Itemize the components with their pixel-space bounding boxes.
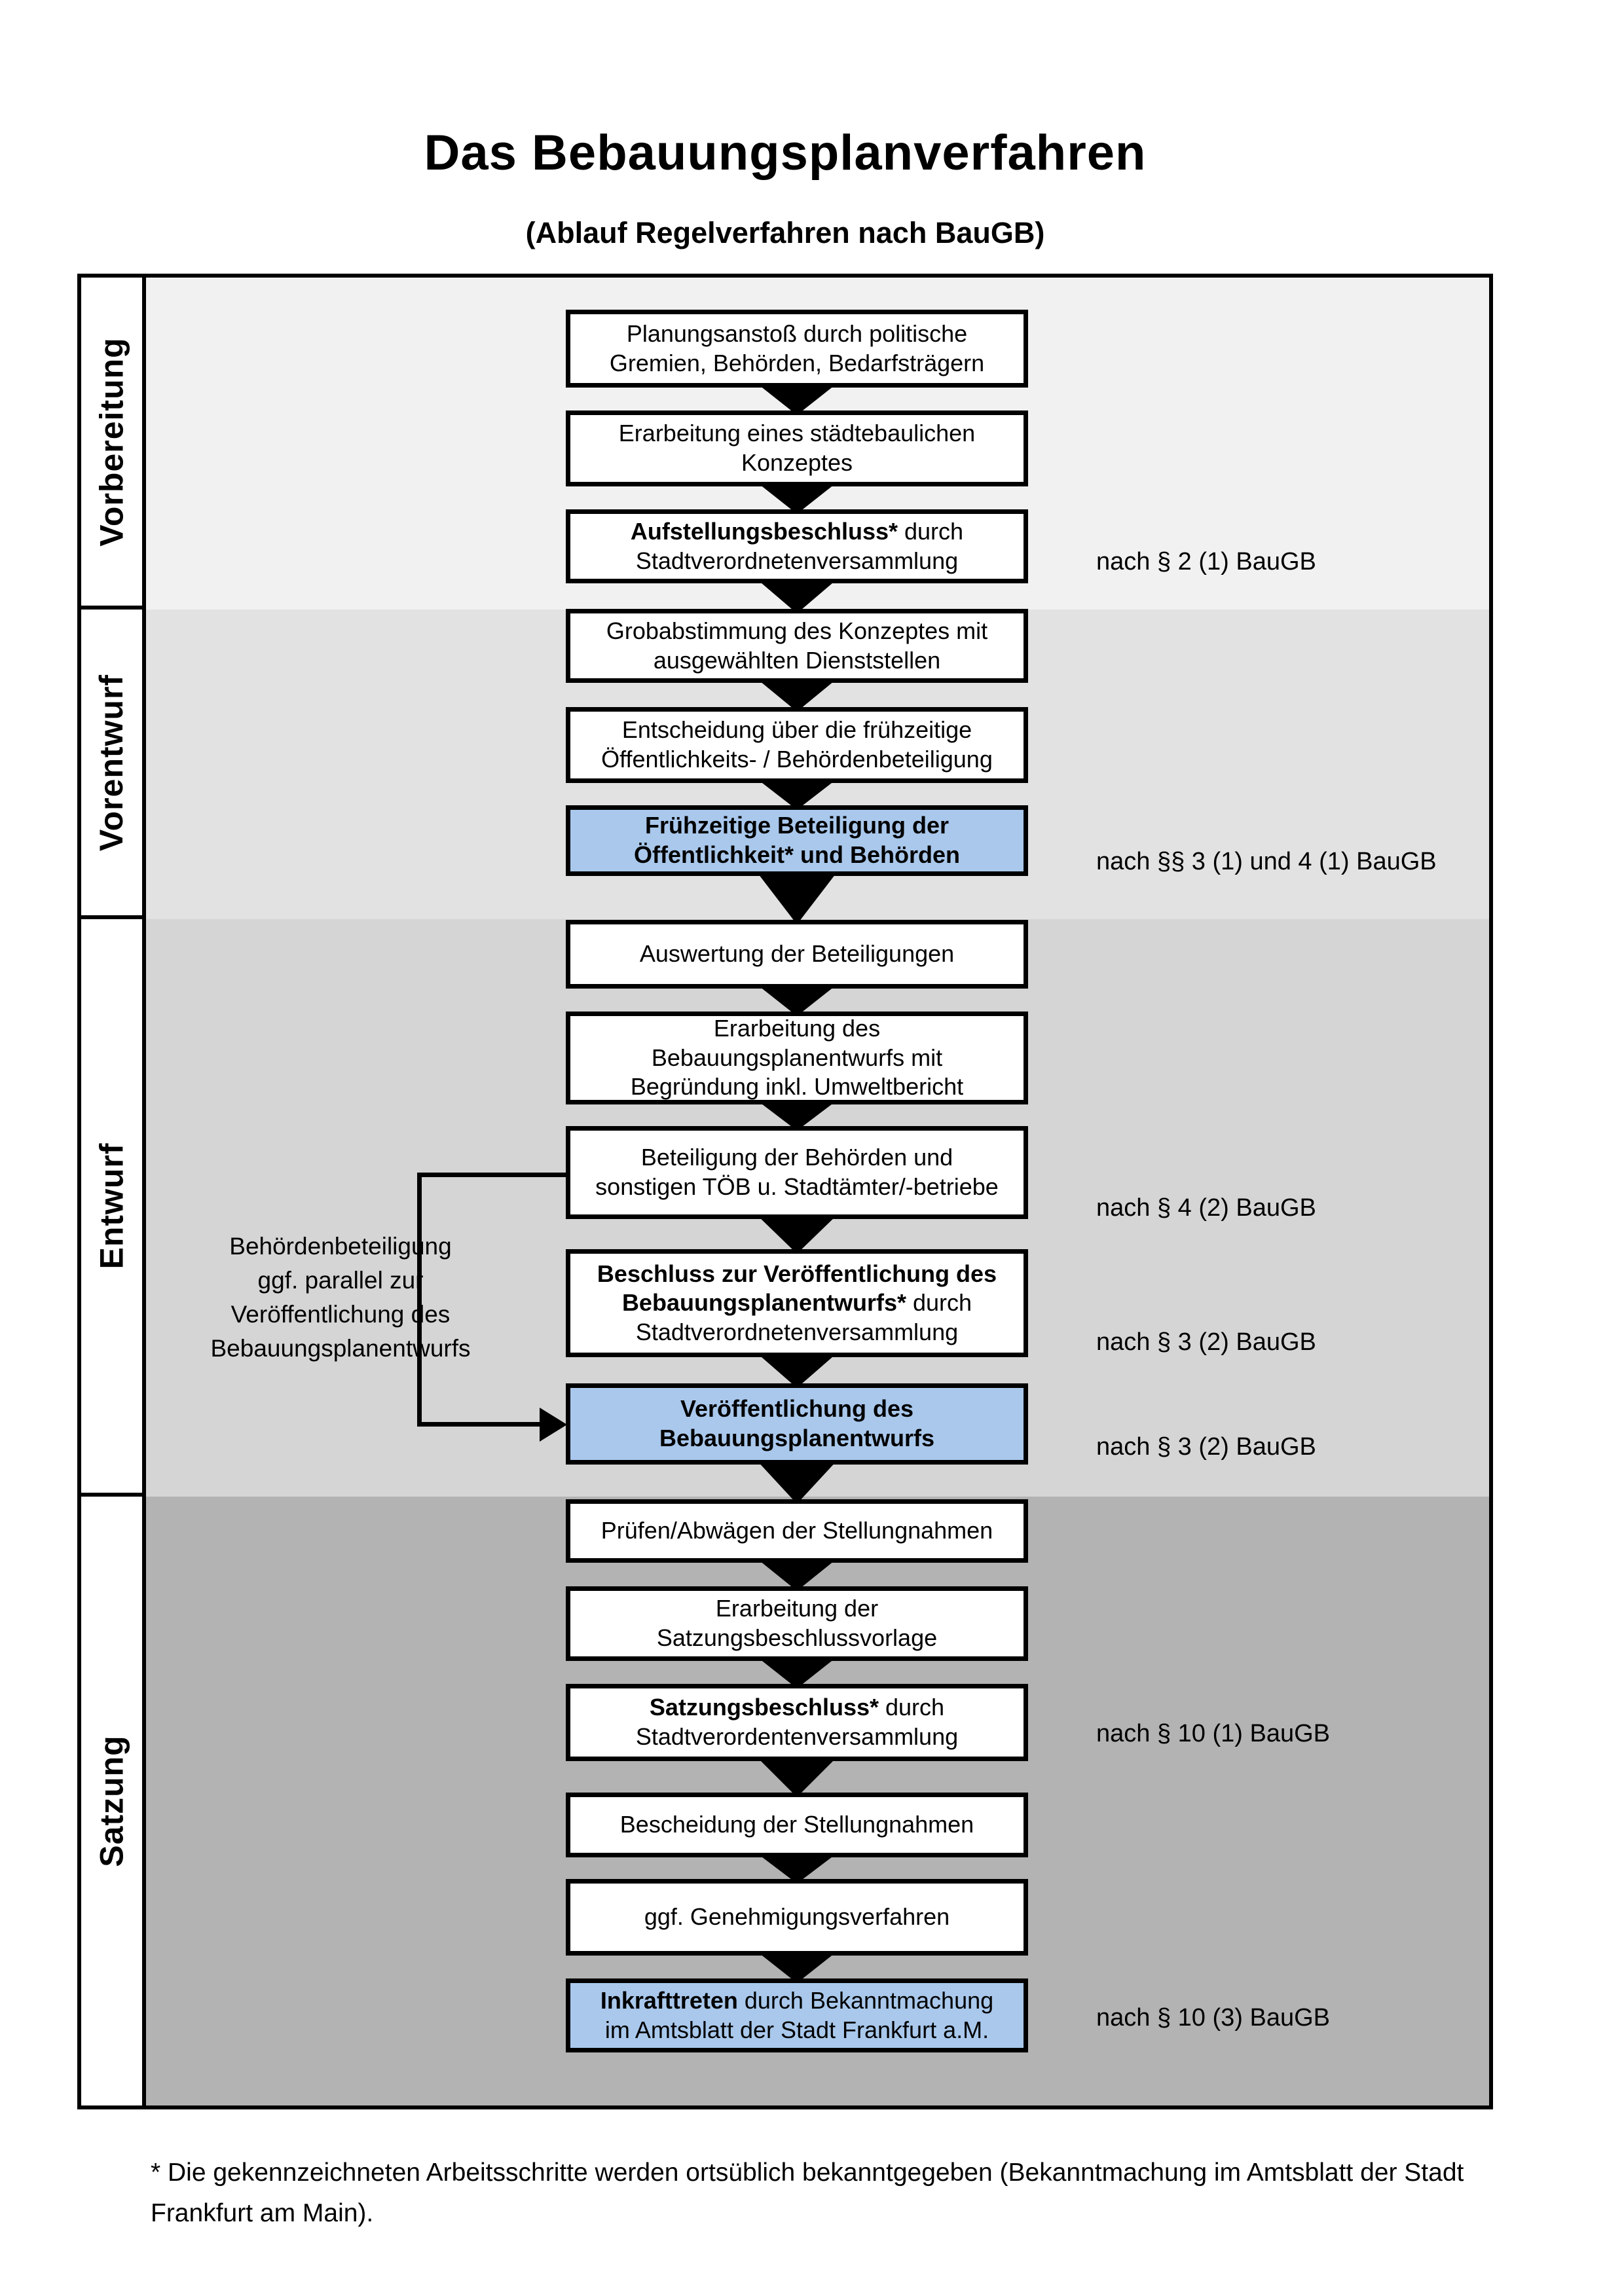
- flow-arrow-icon: [756, 1951, 838, 1983]
- box-line: Frühzeitige Beteiligung der: [644, 812, 950, 839]
- box-line: Veröffentlichung des: [680, 1395, 914, 1423]
- box-line: Bebauungsplanentwurfs: [659, 1425, 935, 1451]
- footnote-line: Frankfurt am Main).: [151, 2199, 374, 2227]
- flow-arrow-icon: [756, 1460, 838, 1504]
- box-line: Stadtverordnetenversammlung: [635, 547, 959, 574]
- parallel-connector-top-line: [417, 1173, 566, 1177]
- parallel-connector-bottom-line: [417, 1422, 542, 1427]
- flow-step-box-12: Prüfen/Abwägen der Stellungnahmen: [566, 1499, 1028, 1563]
- box-line: Planungsanstoß durch politische: [626, 319, 968, 347]
- flow-arrow-icon: [756, 984, 838, 1016]
- box-line: Erarbeitung des: [713, 1015, 881, 1042]
- flow-arrow-icon: [756, 1100, 838, 1131]
- box-line: Bebauungsplanentwurfs mit: [651, 1044, 943, 1071]
- flow-arrow-icon: [756, 383, 838, 415]
- flow-arrow-icon: [756, 871, 838, 924]
- box-line: Öffentlichkeit* und Behörden: [633, 841, 961, 868]
- box-line: im Amtsblatt der Stadt Frankfurt a.M.: [604, 2016, 989, 2043]
- phase-row-vorentwurf: Vorentwurf: [77, 606, 146, 919]
- box-line: ausgewählten Dienststellen: [653, 646, 941, 674]
- flow-arrow-icon: [756, 1757, 838, 1797]
- flow-arrow-icon: [756, 678, 838, 712]
- side-note-line: Bebauungsplanentwurfs: [210, 1335, 471, 1362]
- side-note: Behördenbeteiligung ggf. parallel zur Ve…: [183, 1230, 498, 1366]
- phase-label: Vorentwurf: [93, 674, 130, 851]
- page-subtitle: (Ablauf Regelverfahren nach BauGB): [525, 216, 1045, 249]
- box-line: Öffentlichkeits- / Behördenbeteiligung: [601, 746, 993, 773]
- legal-reference: nach § 10 (3) BauGB: [1096, 2004, 1330, 2032]
- legal-reference: nach § 3 (2) BauGB: [1096, 1433, 1316, 1461]
- phase-row-entwurf: Entwurf: [77, 915, 146, 1497]
- legal-reference: nach § 4 (2) BauGB: [1096, 1194, 1316, 1222]
- box-line: Gremien, Behörden, Bedarfsträgern: [609, 349, 985, 376]
- phase-row-satzung: Satzung: [77, 1493, 146, 2109]
- legal-reference: nach § 3 (2) BauGB: [1096, 1328, 1316, 1356]
- box-line: Beteiligung der Behörden und: [640, 1144, 953, 1171]
- box-line: Bebauungsplanentwurfs* durch: [621, 1289, 972, 1317]
- box-line: ggf. Genehmigungsverfahren: [644, 1903, 950, 1931]
- box-line: Bescheidung der Stellungnahmen: [619, 1811, 974, 1838]
- box-line: Beschluss zur Veröffentlichung des: [597, 1260, 997, 1287]
- parallel-connector-vertical-line: [417, 1173, 422, 1427]
- box-line: Aufstellungsbeschluss* durch: [630, 517, 964, 545]
- flow-arrow-icon: [756, 579, 838, 613]
- flow-arrow-icon: [756, 1214, 838, 1254]
- legal-reference: nach § 2 (1) BauGB: [1096, 548, 1316, 575]
- box-line: Inkrafttreten durch Bekanntmachung: [600, 1986, 994, 2014]
- phase-label: Vorbereitung: [93, 337, 130, 547]
- flow-step-box-16: ggf. Genehmigungsverfahren: [566, 1879, 1028, 1956]
- box-line: sonstigen TÖB u. Stadtämter/-betriebe: [595, 1173, 999, 1200]
- footnote-line: * Die gekennzeichneten Arbeitsschritte w…: [151, 2159, 1464, 2187]
- box-line: Grobabstimmung des Konzeptes mit: [606, 617, 988, 644]
- box-line: Auswertung der Beteiligungen: [639, 940, 955, 968]
- page-title: Das Bebauungsplanverfahren: [424, 125, 1147, 181]
- box-line: Konzeptes: [741, 449, 853, 476]
- parallel-connector-arrowhead-icon: [540, 1408, 567, 1442]
- flow-arrow-icon: [756, 778, 838, 810]
- side-note-line: ggf. parallel zur: [257, 1267, 424, 1294]
- box-line: Stadtverordentenversammlung: [635, 1723, 959, 1750]
- side-note-line: Behördenbeteiligung: [229, 1233, 452, 1260]
- flow-arrow-icon: [756, 1353, 838, 1388]
- box-line: Stadtverordnetenversammlung: [635, 1318, 959, 1345]
- legal-reference: nach § 10 (1) BauGB: [1096, 1720, 1330, 1747]
- phase-label: Satzung: [93, 1735, 130, 1867]
- flow-arrow-icon: [756, 1853, 838, 1884]
- side-note-line: Veröffentlichung des: [231, 1301, 451, 1328]
- box-line: Erarbeitung eines städtebaulichen: [618, 420, 976, 447]
- phase-label: Entwurf: [93, 1142, 130, 1269]
- phase-row-vorbereitung: Vorbereitung: [77, 274, 146, 610]
- flow-step-box-7: Auswertung der Beteiligungen: [566, 920, 1028, 989]
- box-line: Begründung inkl. Umweltbericht: [630, 1073, 964, 1101]
- box-line: Satzungsbeschluss* durch: [649, 1694, 945, 1721]
- flow-step-box-15: Bescheidung der Stellungnahmen: [566, 1793, 1028, 1857]
- box-line: Entscheidung über die frühzeitige: [621, 716, 972, 744]
- box-line: Erarbeitung der: [715, 1595, 879, 1622]
- legal-reference: nach §§ 3 (1) und 4 (1) BauGB: [1096, 848, 1437, 875]
- footnote: * Die gekennzeichneten Arbeitsschritte w…: [151, 2153, 1532, 2234]
- box-line: Prüfen/Abwägen der Stellungnahmen: [600, 1517, 993, 1544]
- flow-arrow-icon: [756, 482, 838, 514]
- flow-arrow-icon: [756, 1656, 838, 1688]
- flow-arrow-icon: [756, 1558, 838, 1591]
- box-line: Satzungsbeschlussvorlage: [656, 1624, 938, 1651]
